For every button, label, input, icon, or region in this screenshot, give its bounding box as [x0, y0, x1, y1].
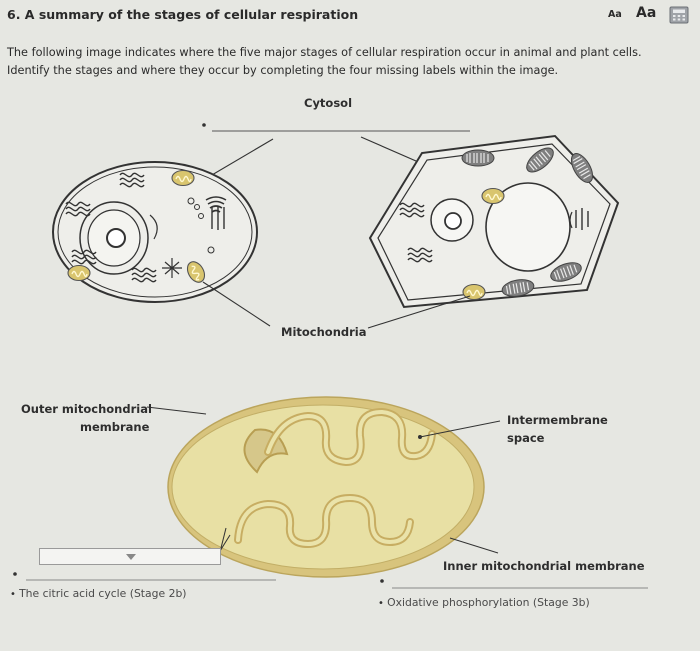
intermembrane-label-2: space [507, 431, 545, 445]
chevron-down-icon [126, 554, 136, 560]
intermembrane-leader [419, 420, 501, 438]
animal-cell [52, 161, 258, 303]
large-mitochondrion [167, 396, 485, 578]
intermembrane-label-1: Intermembrane [507, 413, 608, 427]
question-title: 6. A summary of the stages of cellular r… [7, 7, 359, 22]
inner-membrane-label: Inner mitochondrial membrane [443, 559, 645, 573]
mito-leader-left [202, 281, 271, 327]
increase-font-button[interactable]: Aa [636, 5, 657, 21]
outer-membrane-label-1: Outer mitochondrial [21, 402, 152, 416]
instructions-line-2: Identify the stages and where they occur… [7, 64, 559, 77]
answer-bullet-left [13, 572, 17, 576]
plant-cell [368, 134, 620, 309]
matrix-leader [219, 534, 231, 552]
inner-membrane-leader [449, 537, 499, 554]
outer-membrane-leader [146, 406, 207, 415]
cytosol-label: Cytosol [304, 96, 353, 110]
answer-right-text: Oxidative phosphorylation (Stage 3b) [387, 596, 590, 609]
mito-leader-right [367, 295, 471, 329]
mitochondria-label: Mitochondria [281, 325, 367, 339]
answer-bullet-top [202, 123, 206, 127]
bullet-icon: • [378, 598, 388, 609]
answer-bullet-right [380, 579, 384, 583]
calculator-icon[interactable] [669, 6, 689, 24]
matrix-answer-dropdown[interactable] [39, 548, 221, 565]
bullet-icon: • [10, 589, 20, 600]
answer-citric-acid-cycle[interactable]: • The citric acid cycle (Stage 2b) [10, 587, 187, 600]
outer-membrane-label-2: membrane [80, 420, 150, 434]
answer-oxidative-phosphorylation[interactable]: • Oxidative phosphorylation (Stage 3b) [378, 596, 590, 609]
answer-left-text: The citric acid cycle (Stage 2b) [19, 587, 187, 600]
decrease-font-button[interactable]: Aa [608, 9, 622, 20]
instructions: The following image indicates where the … [7, 44, 642, 80]
instructions-line-1: The following image indicates where the … [7, 46, 642, 59]
